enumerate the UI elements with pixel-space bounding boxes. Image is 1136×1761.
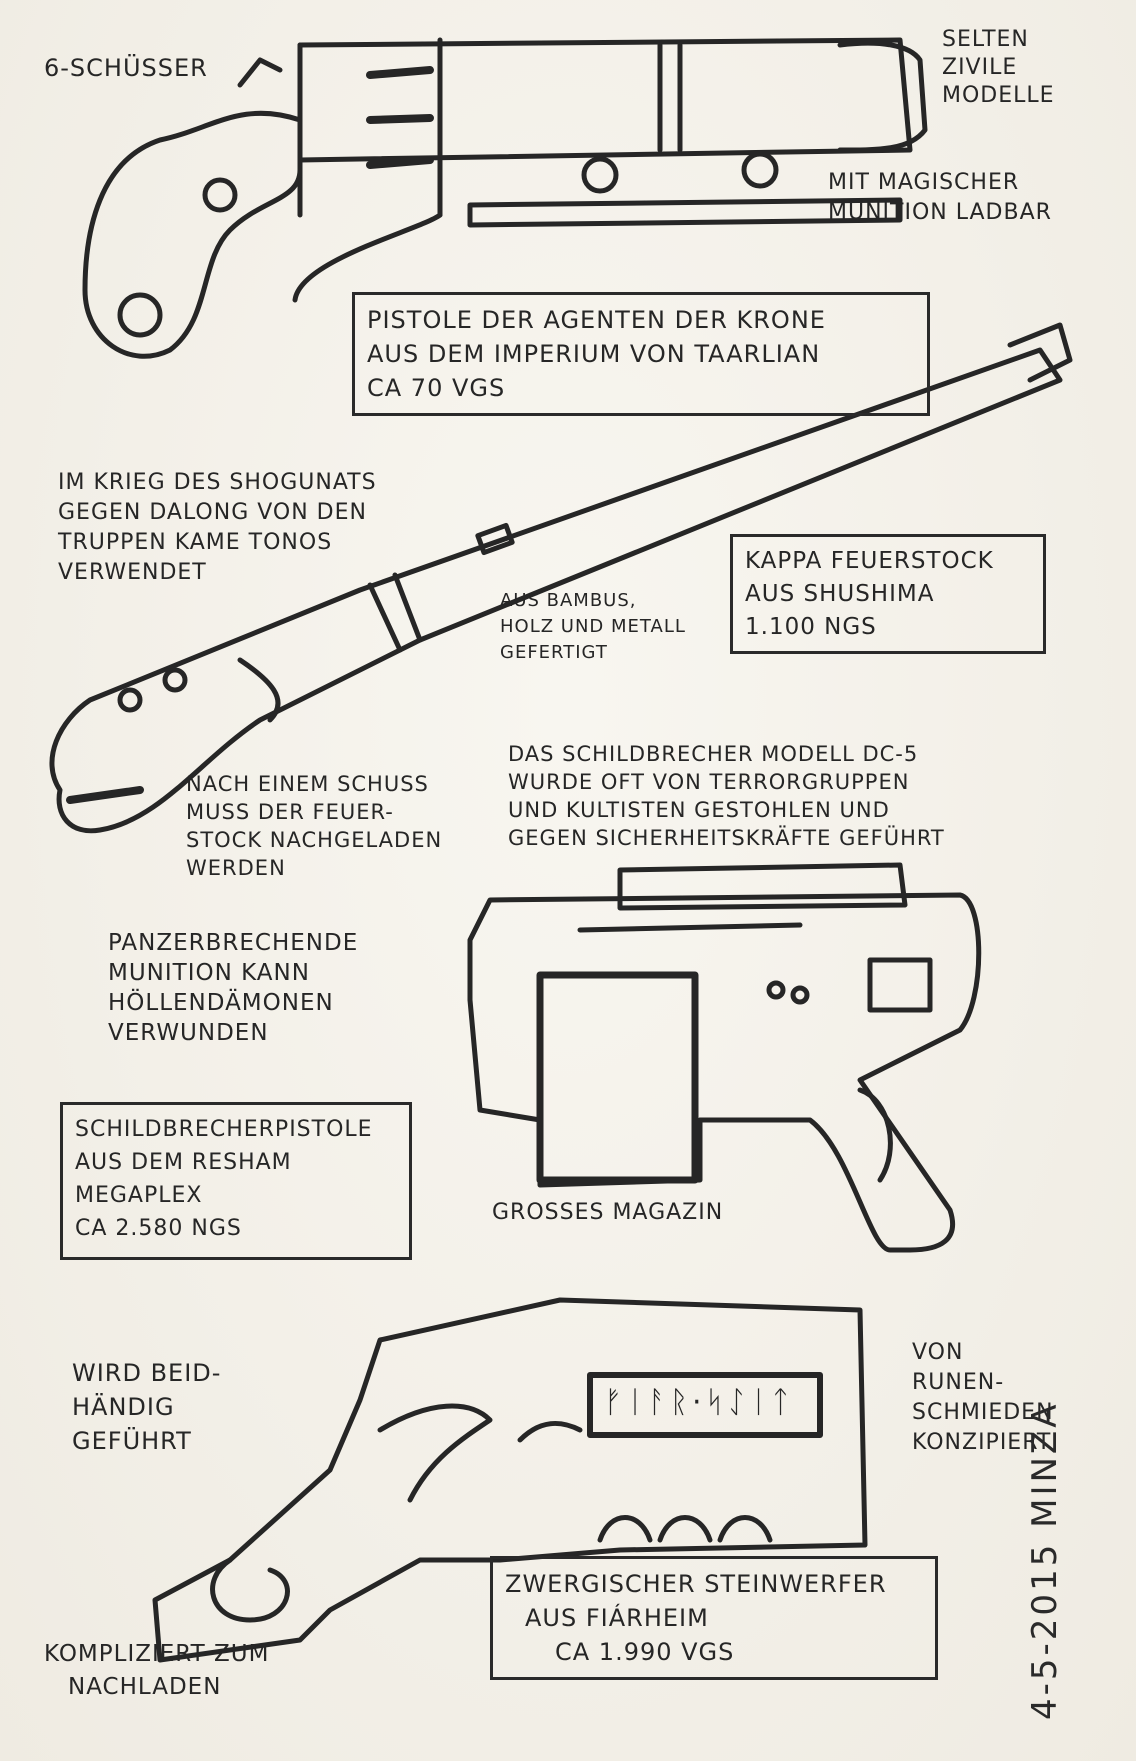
shieldbreaker-drawing bbox=[467, 862, 982, 1253]
revolver-caption-box: Pistole der Agenten der Krone aus dem Im… bbox=[352, 292, 930, 416]
dwarven-drawing bbox=[152, 1297, 868, 1663]
shieldbreaker-note-magazine: Grosses Magazin bbox=[492, 1200, 724, 1225]
rifle-caption-box: Kappa Feuerstock aus Shushima 1.100 NGS bbox=[730, 534, 1046, 654]
revolver-label: 6-Schüsser bbox=[44, 54, 208, 82]
shieldbreaker-note-ammo: Panzerbrechende Munition kann Höllendämo… bbox=[108, 930, 359, 1046]
revolver-drawing bbox=[82, 37, 928, 359]
revolver-note-civil: Selten zivile Modelle bbox=[942, 27, 1055, 108]
rifle-note-material: Aus Bambus, Holz und Metall gefertigt bbox=[500, 590, 686, 663]
rifle-drawing bbox=[49, 322, 1073, 834]
dwarven-note-twohand: Wird beid- händig geführt bbox=[72, 1359, 222, 1455]
rifle-note-war: Im Krieg des Shogunats gegen Dalong von … bbox=[58, 470, 377, 585]
shieldbreaker-caption-box: Schildbrecherpistole aus dem Resham Mega… bbox=[60, 1102, 412, 1260]
dwarven-note-reload: Kompliziert zum Nachladen bbox=[44, 1641, 270, 1700]
shieldbreaker-note-model: Das Schildbrecher Modell DC-5 wurde oft … bbox=[508, 742, 945, 850]
dwarven-note-runes: Von Runen- schmieden konzipiert bbox=[912, 1340, 1054, 1455]
dwarven-rune-inscription: ᚠᛁᚨᚱ·ᛋᛇᛁᛏ bbox=[604, 1385, 794, 1420]
revolver-note-magic: Mit magischer Munition ladbar bbox=[828, 170, 1052, 225]
dwarven-caption-box: Zwergischer Steinwerfer aus Fiárheim ca … bbox=[490, 1556, 938, 1680]
artist-signature: 4-5-2015 Minza bbox=[1025, 1401, 1065, 1721]
rifle-note-reload: Nach einem Schuss muss der Feuer- stock … bbox=[186, 772, 443, 880]
